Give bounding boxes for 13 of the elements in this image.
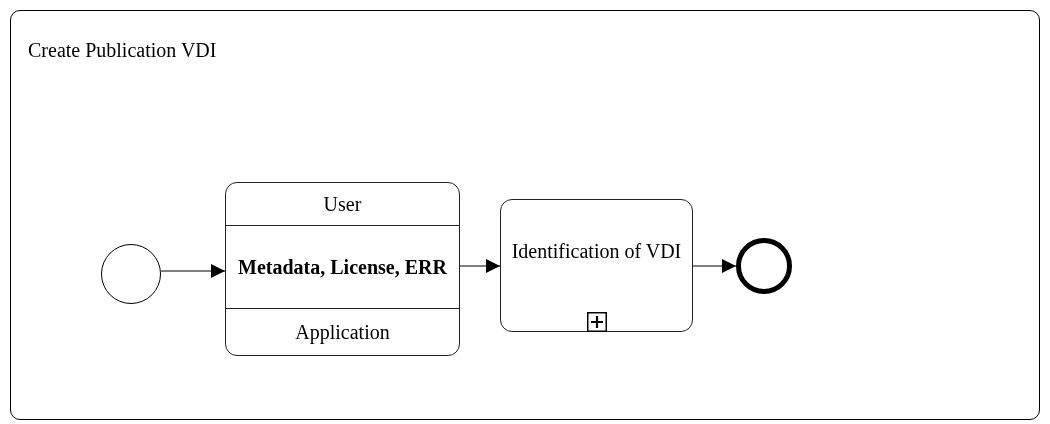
subprocess-box bbox=[500, 199, 693, 332]
subprocess-label: Identification of VDI bbox=[510, 239, 683, 264]
end-event-circle bbox=[736, 238, 792, 294]
sequence-flow-arrow bbox=[692, 259, 737, 273]
pool-title: Create Publication VDI bbox=[28, 39, 217, 62]
participant-label: Application bbox=[294, 320, 391, 344]
sequence-flow-arrow bbox=[459, 259, 501, 273]
choreography-task-box bbox=[225, 182, 460, 356]
sequence-flow-arrow bbox=[160, 264, 226, 278]
pool-frame bbox=[10, 10, 1040, 420]
participant-label: User bbox=[322, 192, 363, 216]
task-name: Metadata, License, ERR bbox=[237, 255, 448, 279]
start-event-circle bbox=[101, 244, 161, 304]
